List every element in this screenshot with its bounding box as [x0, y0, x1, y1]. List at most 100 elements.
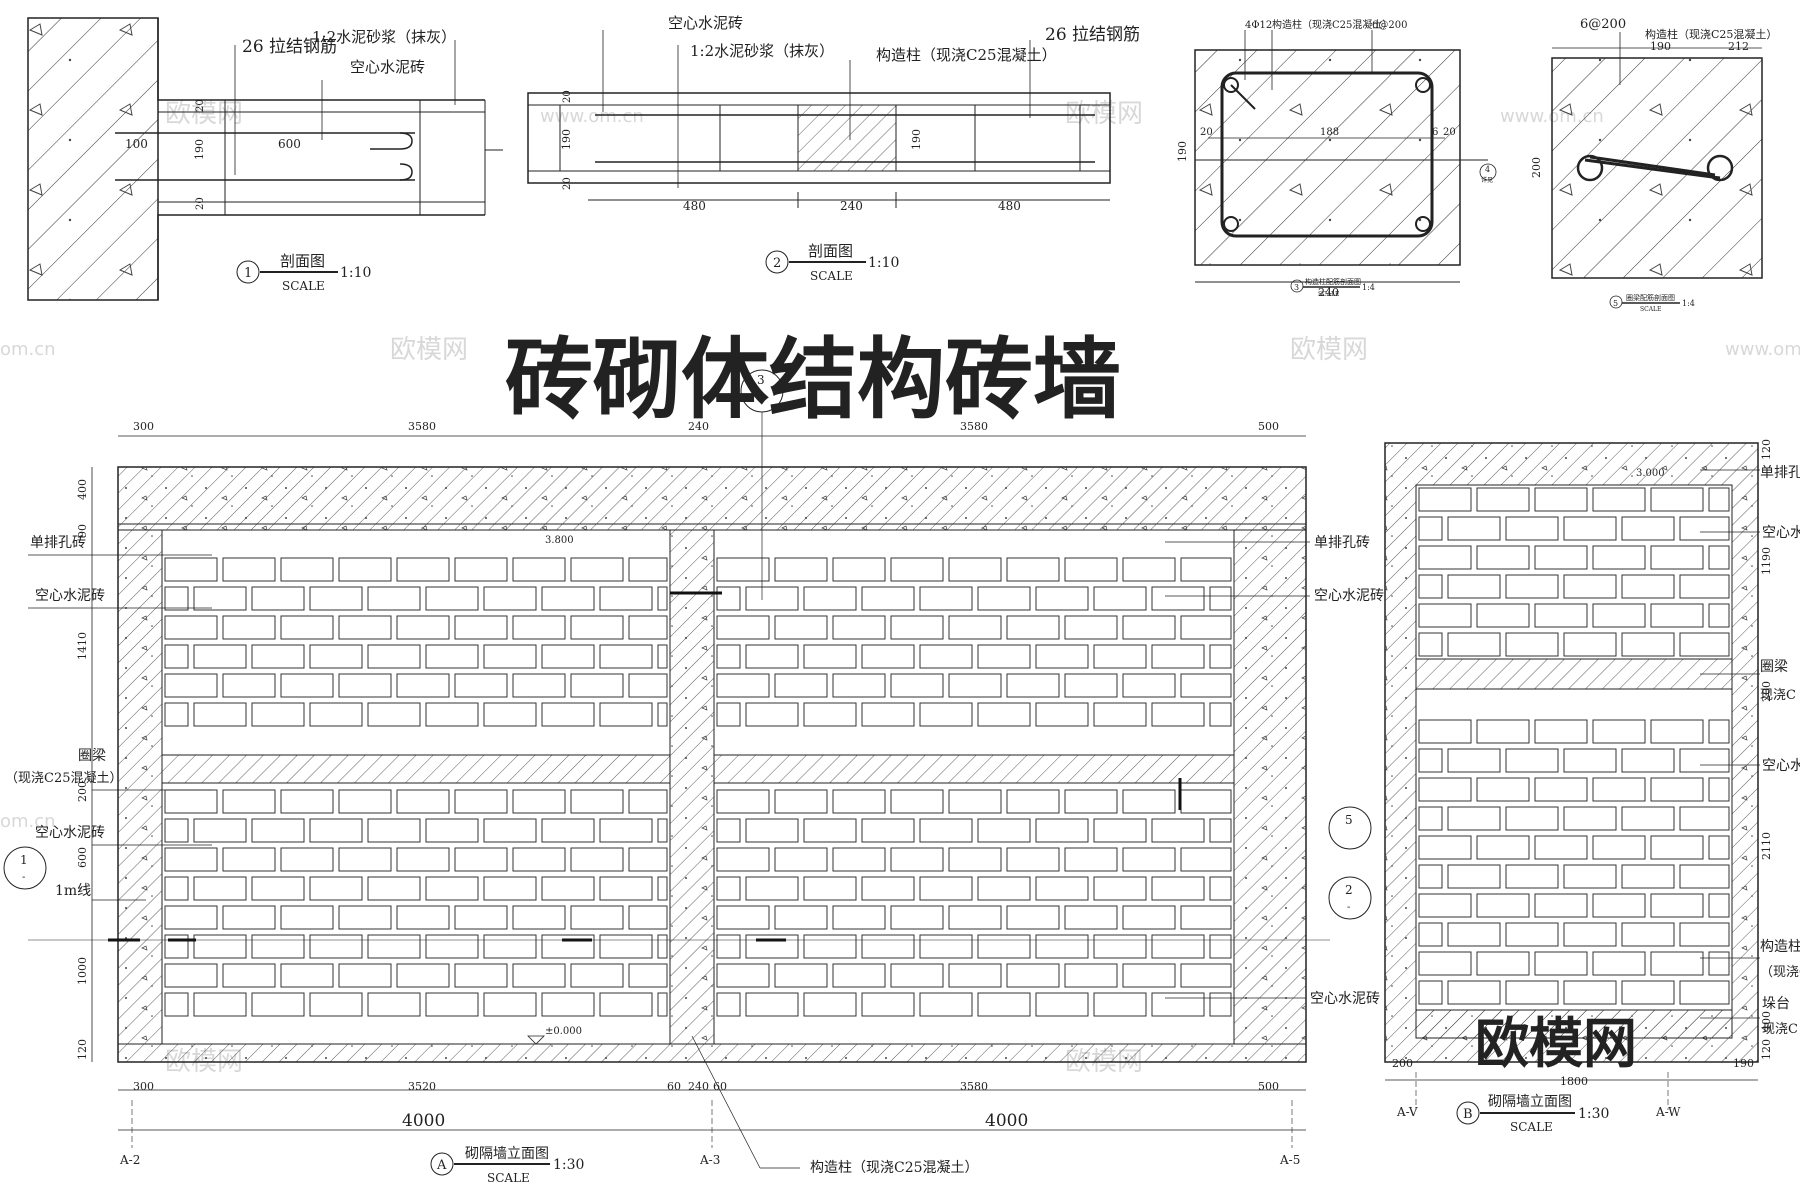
brick: [657, 876, 668, 901]
brick: [599, 644, 653, 669]
brick: [164, 847, 218, 872]
detail-3-column-label: 构造柱（现浇C25混凝土）: [1272, 18, 1392, 31]
brick: [1621, 516, 1675, 541]
brick: [1418, 574, 1443, 599]
brick: [1093, 934, 1147, 959]
brick: [1064, 615, 1118, 640]
brick: [1180, 557, 1232, 582]
brick: [1476, 951, 1530, 976]
brick: [454, 789, 508, 814]
brick: [1679, 922, 1730, 947]
brick: [1592, 777, 1646, 802]
elev-a-left-dim-3: 1410: [76, 632, 89, 660]
detail-1-title: 剖面图: [280, 252, 325, 270]
brick: [803, 644, 857, 669]
brick: [1418, 487, 1472, 512]
brick: [716, 615, 770, 640]
brick-courses-right: [716, 557, 1232, 1017]
brick: [338, 615, 392, 640]
brick: [1679, 632, 1730, 657]
elev-a-left-dim-4: 200: [76, 781, 89, 802]
detail-4-ring-beam: 6@200 构造柱（现浇C25混凝土） 190 212 200 5 圈梁配筋剖面…: [1530, 17, 1777, 313]
elev-b-bottom-dim-2: 1800: [1560, 1075, 1588, 1088]
brick: [251, 586, 305, 611]
brick: [657, 992, 668, 1017]
brick: [251, 992, 305, 1017]
elev-a-block-label-2: 空心水泥砖: [35, 825, 105, 841]
brick: [832, 557, 886, 582]
brick: [977, 992, 1031, 1017]
elev-a-1m-line-label: 1m线: [55, 883, 91, 899]
brick: [1534, 951, 1588, 976]
brick: [164, 963, 218, 988]
brick: [890, 963, 944, 988]
brick: [774, 963, 828, 988]
brick: [890, 615, 944, 640]
brick: [1122, 963, 1176, 988]
elev-a-top-dim-5: 500: [1258, 420, 1279, 433]
brick: [1064, 905, 1118, 930]
elev-b-right-dim-2: 1190: [1760, 547, 1773, 575]
brick: [251, 934, 305, 959]
brick: [1447, 516, 1501, 541]
page-title: 砖砌体结构砖墙: [505, 328, 1121, 431]
detail-2-block-label: 空心水泥砖: [668, 14, 743, 32]
brick: [483, 586, 537, 611]
brick: [280, 963, 334, 988]
brick: [425, 818, 479, 843]
brick: [483, 702, 537, 727]
brick: [890, 673, 944, 698]
brick: [280, 905, 334, 930]
brick: [309, 586, 363, 611]
brick: [1505, 806, 1559, 831]
brick: [1035, 644, 1089, 669]
brick: [1447, 748, 1501, 773]
brick: [280, 557, 334, 582]
brick: [1418, 893, 1472, 918]
brick: [1418, 922, 1443, 947]
brick: [803, 818, 857, 843]
elev-a-bottom-dim-2: 3520: [408, 1080, 436, 1093]
brick: [628, 673, 668, 698]
brick: [1650, 719, 1704, 744]
brick: [919, 818, 973, 843]
brick: [483, 644, 537, 669]
brick: [425, 934, 479, 959]
detail-1-dim-100: 100: [125, 137, 148, 151]
detail-3-column-rebar: 4Φ12 构造柱（现浇C25混凝土） 6@200 240 190 188 20 …: [1176, 18, 1497, 299]
elev-b-single-row-label: 单排孔: [1760, 465, 1800, 481]
ring-beam-left: [161, 754, 671, 784]
brick: [1505, 864, 1559, 889]
detail-3-callout-number: 4: [1485, 165, 1490, 174]
brick: [1679, 748, 1730, 773]
detail-4-dim-right: 212: [1728, 40, 1749, 53]
brick: [1592, 893, 1646, 918]
brick: [599, 934, 653, 959]
brick: [861, 702, 915, 727]
brick: [1534, 545, 1588, 570]
elev-a-marker-2: [1328, 876, 1372, 920]
brick: [1035, 992, 1089, 1017]
brick: [1180, 905, 1232, 930]
brick: [716, 905, 770, 930]
elev-a-bay-1: 4000: [402, 1111, 445, 1131]
brick: [222, 615, 276, 640]
brick: [309, 702, 363, 727]
elev-b-axis-2: A-W: [1655, 1105, 1681, 1119]
brick: [309, 876, 363, 901]
brick: [1708, 951, 1730, 976]
brick: [251, 876, 305, 901]
brick: [338, 847, 392, 872]
brick: [1418, 951, 1472, 976]
brick: [425, 876, 479, 901]
elev-a-bottom-dim-1: 300: [133, 1080, 154, 1093]
brick: [1708, 603, 1730, 628]
brick: [164, 615, 218, 640]
brick: [1563, 748, 1617, 773]
brick: [1122, 905, 1176, 930]
brick: [454, 557, 508, 582]
brick: [222, 673, 276, 698]
brick: [454, 615, 508, 640]
brick: [803, 586, 857, 611]
elev-a-single-row-label-right: 单排孔砖: [1314, 535, 1370, 551]
